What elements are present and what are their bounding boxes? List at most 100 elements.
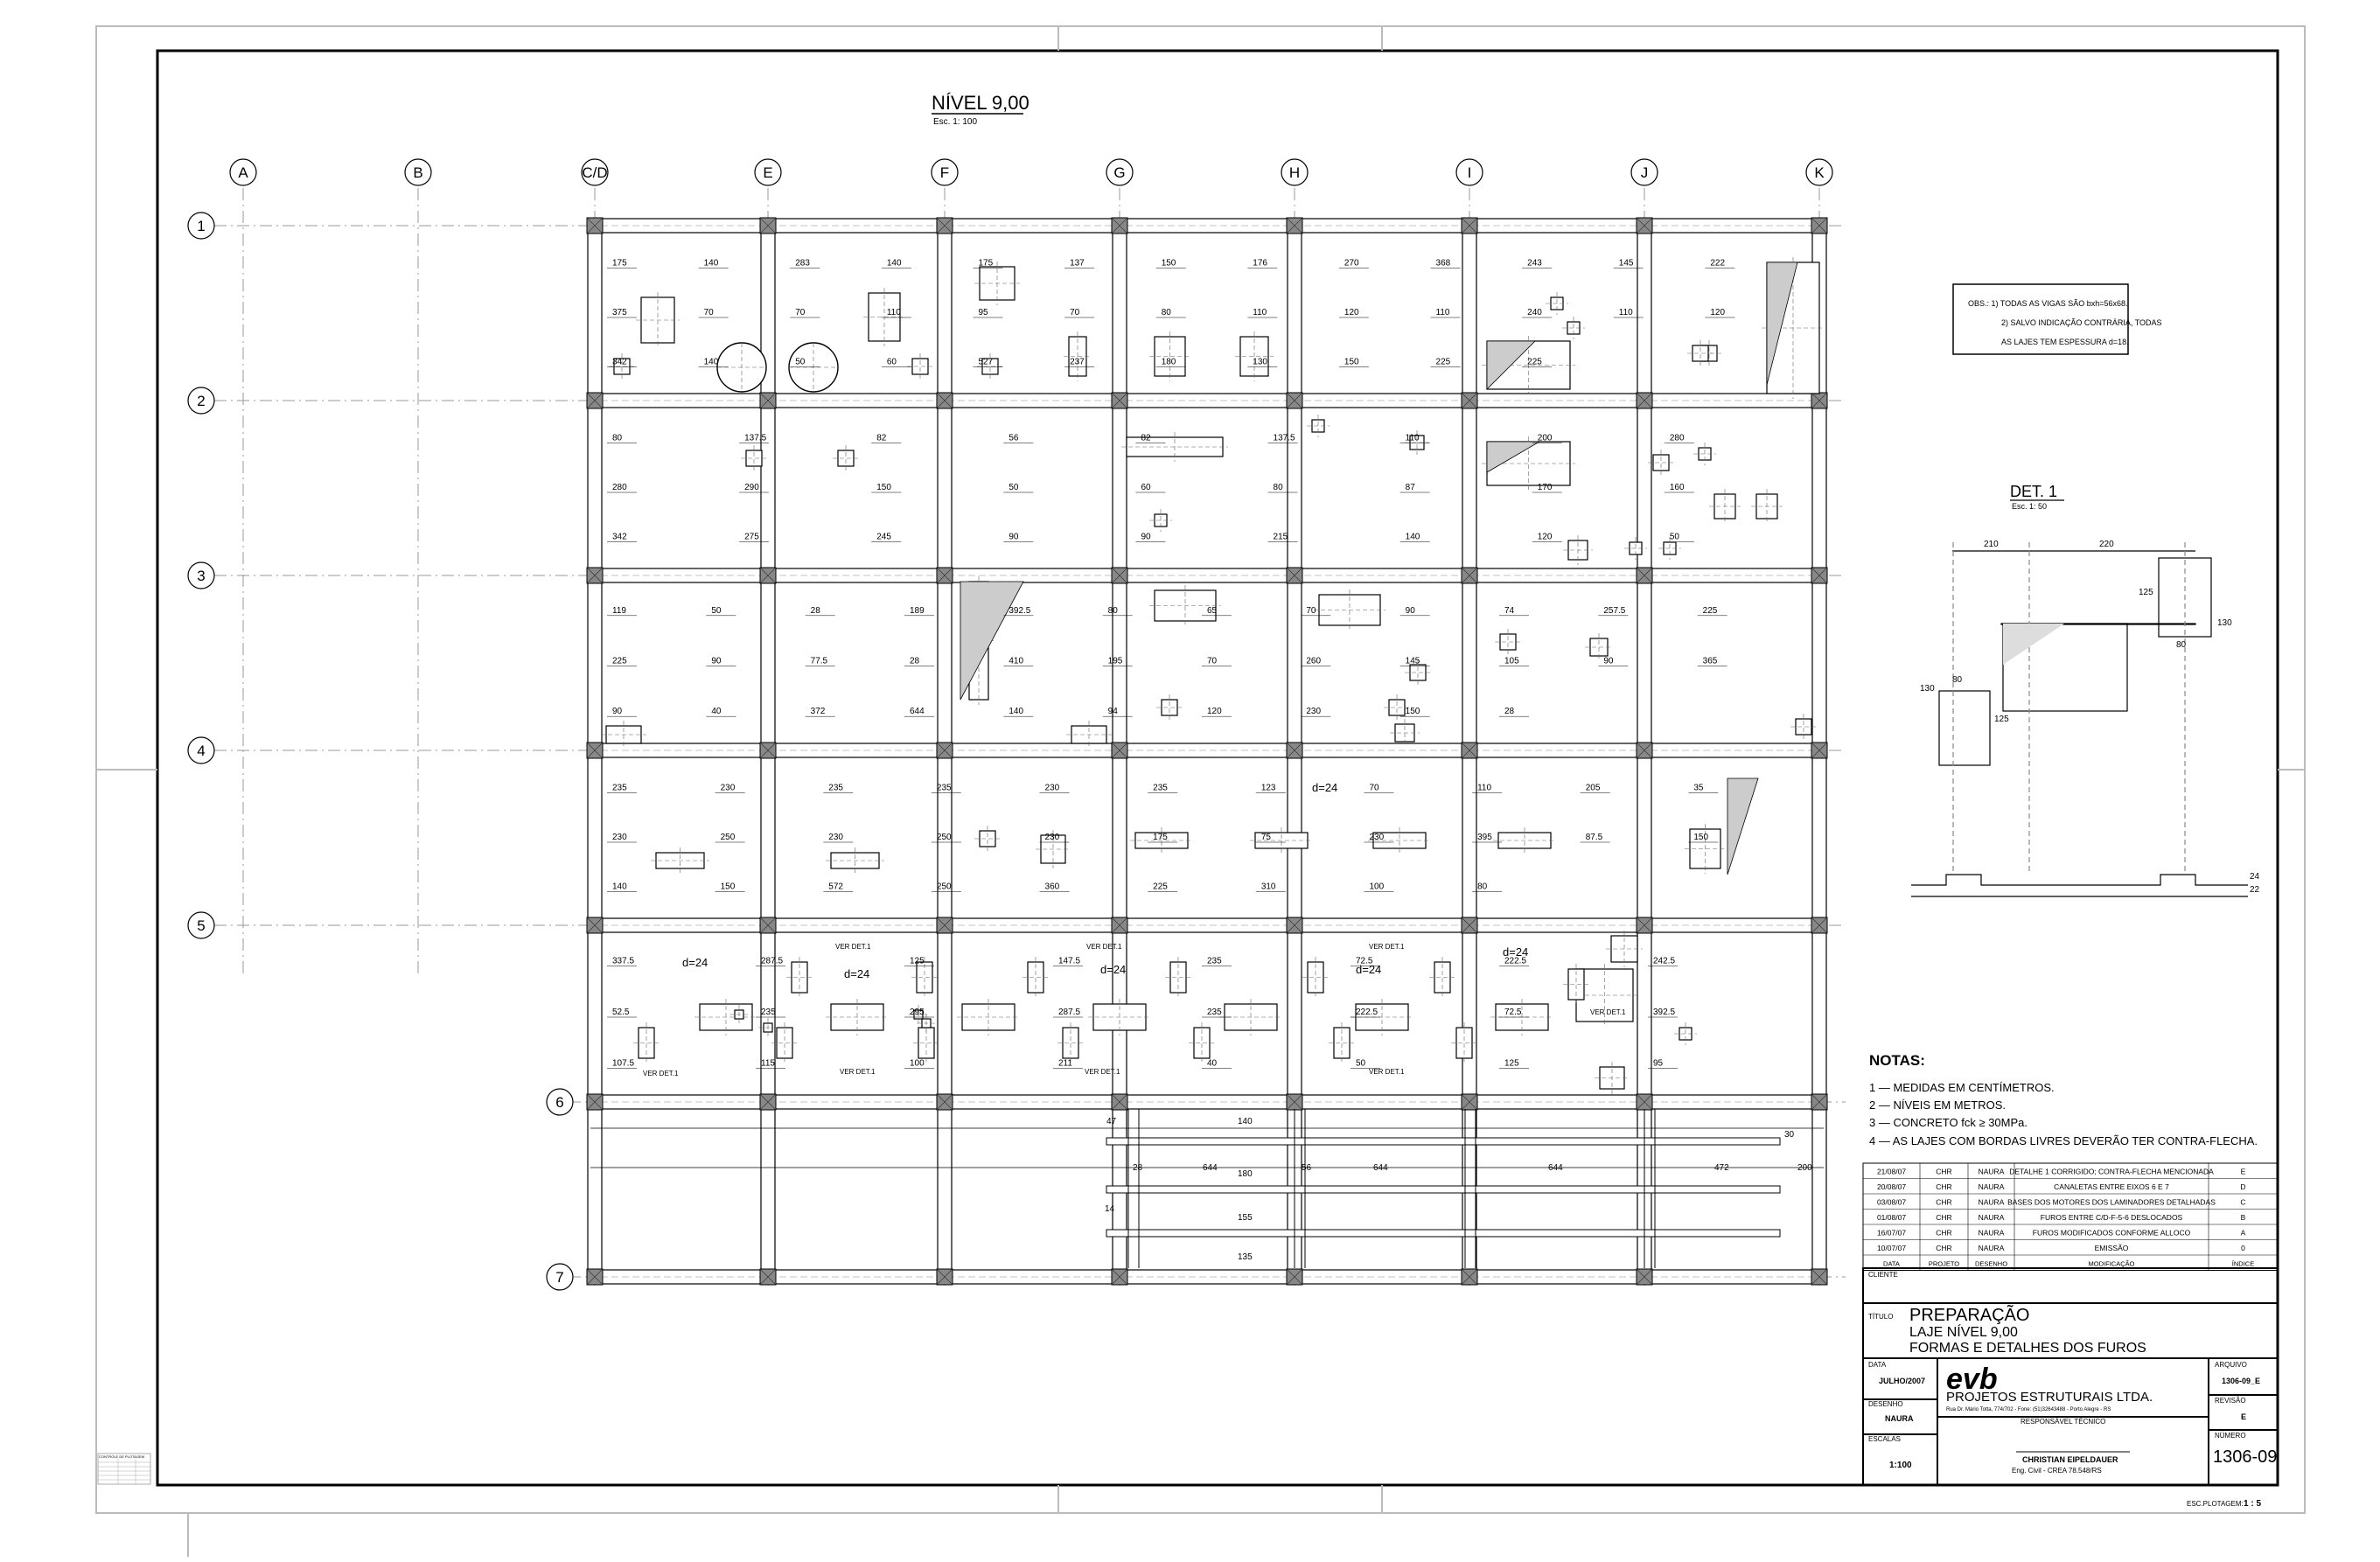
dimension-label: 100 — [1369, 882, 1384, 892]
plan-title: NÍVEL 9,00 — [932, 92, 1029, 114]
revision-cell: FUROS ENTRE C/D-F-5-6 DESLOCADOS — [2041, 1213, 2183, 1222]
column — [1636, 1093, 1653, 1111]
dimension-label: 644 — [1548, 1163, 1563, 1173]
dimension-label: 80 — [612, 433, 623, 443]
dimension-label: 140 — [612, 882, 627, 892]
dimension-label: 237 — [1070, 358, 1085, 367]
column — [586, 1093, 604, 1111]
column — [1111, 567, 1128, 584]
slab-opening — [1546, 292, 1568, 315]
revision-cell: NAURA — [1979, 1168, 2005, 1176]
slab-opening — [1064, 331, 1092, 381]
dimension-label: 147.5 — [1058, 956, 1080, 966]
dimension-label: 110 — [887, 308, 901, 317]
column — [759, 217, 777, 234]
dimension-label: 135 — [1238, 1252, 1253, 1262]
slab-openings — [601, 257, 1825, 1094]
dimension-label: 140 — [1406, 533, 1420, 542]
dimension-label: 87.5 — [1586, 833, 1603, 842]
column — [1636, 217, 1653, 234]
slab-opening — [1709, 489, 1741, 524]
revision-cell: D — [2240, 1182, 2245, 1191]
revision-cell: 0 — [2241, 1244, 2245, 1252]
column — [1636, 917, 1653, 934]
dimension-label: 375 — [612, 308, 627, 317]
ver-det-label: VER DET.1 — [835, 943, 871, 951]
slab-opening — [826, 999, 889, 1036]
ver-det-label: VER DET.1 — [643, 1070, 679, 1077]
drawer-value: NAURA — [1885, 1414, 1914, 1423]
slab-opening — [1624, 537, 1647, 560]
dimension-label: 240 — [1527, 308, 1542, 317]
ver-det-labels: VER DET.1 VER DET.1 VER DET.1 VER DET.1 … — [643, 943, 1626, 1077]
dimension-label: 215 — [1274, 533, 1288, 542]
dimension-label: 40 — [1207, 1059, 1218, 1069]
revision-cell: CHR — [1936, 1182, 1951, 1191]
slab-opening — [974, 261, 1020, 305]
dimension-label: 200 — [1538, 433, 1553, 443]
company-name: PROJETOS ESTRUTURAIS LTDA. — [1946, 1390, 2153, 1405]
detail-1: DET. 1 Esc. 1: 50 210 220 125 130 80 130… — [1911, 483, 2260, 897]
dimension-label: 70 — [795, 308, 806, 317]
dimension-label: 56 — [1009, 433, 1019, 443]
company-address: Rua Dr. Mário Totta, 774/702 - Fone: (51… — [1946, 1407, 2111, 1412]
revision-cell: EMISSÃO — [2095, 1244, 2129, 1252]
axis-label-column: B — [413, 164, 422, 181]
dimension-label: 150 — [876, 483, 891, 492]
dimension-label: 90 — [1603, 657, 1614, 666]
revision-cell: CHR — [1936, 1198, 1951, 1207]
column — [1286, 1268, 1303, 1286]
axis-label-row: 7 — [555, 1269, 563, 1286]
revision-cell: CHR — [1936, 1229, 1951, 1238]
dimension-label: 60 — [1141, 483, 1151, 492]
dimension-label: 120 — [1538, 533, 1553, 542]
dimension-label: 110 — [1477, 783, 1491, 792]
dimension-label: 140 — [704, 258, 719, 268]
dimension-label: 80 — [1274, 483, 1284, 492]
column — [1811, 1268, 1828, 1286]
dimension-label: 110 — [1253, 308, 1267, 317]
slab-opening — [1390, 719, 1420, 747]
observations-box: OBS.: 1) TODAS AS VIGAS SÃO bxh=56x68. 2… — [1952, 283, 2162, 355]
slab-opening — [1189, 1022, 1215, 1063]
dimension-label: 119 — [612, 606, 626, 616]
dimension-label: 160 — [1670, 483, 1685, 492]
column — [586, 917, 604, 934]
client-label: CLIENTE — [1868, 1271, 1898, 1279]
revision-header: DATA — [1883, 1260, 1900, 1268]
axis-bubble — [229, 158, 257, 186]
slab-opening — [1751, 489, 1783, 524]
axis-bubble — [581, 158, 609, 186]
ver-det-label: VER DET.1 — [1086, 943, 1122, 951]
dimension-label: 235 — [612, 783, 627, 792]
revision-header: PROJETO — [1929, 1260, 1959, 1268]
slab-opening — [974, 826, 1001, 852]
slab-opening — [633, 1022, 660, 1063]
axis-bubble — [1805, 158, 1833, 186]
revision-cell: 10/07/07 — [1877, 1244, 1906, 1252]
dimension-label: 72.5 — [1356, 956, 1373, 966]
revision-value: E — [2241, 1412, 2246, 1421]
slab-opening — [609, 353, 635, 380]
dimension-label: 275 — [744, 533, 759, 542]
dimension-label: 222.5 — [1504, 956, 1526, 966]
revision-cell: FUROS MODIFICADOS CONFORME ALLOCO — [2033, 1229, 2191, 1238]
dimension-label: 110 — [1619, 308, 1633, 317]
revision-cell: 21/08/07 — [1877, 1168, 1906, 1176]
note-item: 4 — AS LAJES COM BORDAS LIVRES DEVERÃO T… — [1869, 1134, 2258, 1147]
revision-cell: 20/08/07 — [1877, 1182, 1906, 1191]
dimension-label: 90 — [1009, 533, 1019, 542]
axis-label-row: 6 — [555, 1094, 563, 1111]
dimension-label: 342 — [612, 533, 627, 542]
dimension-label: 225 — [1153, 882, 1168, 892]
dimension-label: 107.5 — [612, 1059, 634, 1069]
dimension-label: 372 — [811, 707, 826, 716]
slab-label: d=24 — [1356, 963, 1381, 976]
slab-opening — [1165, 957, 1191, 998]
axis-label-row: 1 — [197, 218, 205, 234]
axis-label-column: J — [1641, 164, 1649, 181]
slab-opening — [1235, 331, 1274, 381]
axis-bubble — [931, 158, 959, 186]
